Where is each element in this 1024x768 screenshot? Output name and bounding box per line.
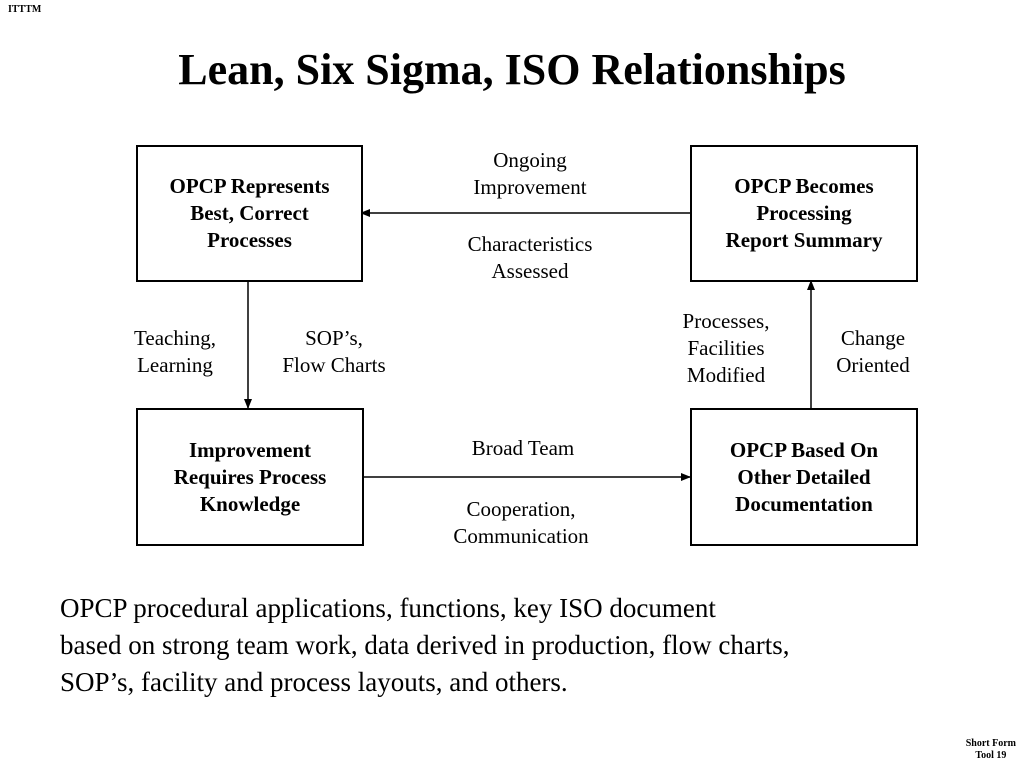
box-improvement-requires: Improvement Requires Process Knowledge bbox=[136, 408, 364, 546]
body-paragraph: OPCP procedural applications, functions,… bbox=[60, 590, 1000, 701]
paragraph-line: OPCP procedural applications, functions,… bbox=[60, 593, 716, 623]
label-line: Communication bbox=[453, 524, 589, 548]
label-line: Characteristics bbox=[467, 232, 593, 256]
paragraph-line: SOP’s, facility and process layouts, and… bbox=[60, 667, 568, 697]
label-line: Ongoing bbox=[493, 148, 567, 172]
label-line: Broad Team bbox=[471, 436, 575, 460]
label-line: Change bbox=[840, 326, 906, 350]
box-opcp-becomes: OPCP Becomes Processing Report Summary bbox=[690, 145, 918, 282]
label-line: Assessed bbox=[491, 259, 569, 283]
label-teaching-learning: Teaching, Learning bbox=[112, 325, 238, 379]
box-line: Requires Process bbox=[173, 464, 327, 489]
footer-tag: Short Form Tool 19 bbox=[966, 738, 1016, 762]
label-change-oriented: Change Oriented bbox=[818, 325, 928, 379]
label-line: Flow Charts bbox=[282, 353, 386, 377]
box-line: Report Summary bbox=[725, 228, 883, 252]
box-opcp-based-on: OPCP Based On Other Detailed Documentati… bbox=[690, 408, 918, 546]
label-line: Facilities bbox=[687, 336, 765, 360]
box-line: OPCP Represents bbox=[169, 174, 330, 198]
box-line: Knowledge bbox=[199, 491, 301, 516]
footer-line: Short Form bbox=[965, 738, 1016, 749]
label-line: Processes, bbox=[682, 309, 770, 333]
label-line: Improvement bbox=[473, 175, 587, 199]
label-line: Learning bbox=[137, 353, 213, 377]
label-line: Teaching, bbox=[134, 326, 216, 350]
page-title: Lean, Six Sigma, ISO Relationships bbox=[178, 45, 846, 94]
box-line: OPCP Based On bbox=[729, 437, 879, 462]
label-line: Oriented bbox=[836, 353, 910, 377]
label-sops-flow-charts: SOP’s, Flow Charts bbox=[262, 325, 406, 379]
box-line: OPCP Becomes bbox=[734, 174, 874, 198]
box-line: Other Detailed bbox=[737, 464, 871, 489]
label-line: SOP’s, bbox=[305, 326, 363, 350]
label-processes-facilities-modified: Processes, Facilities Modified bbox=[660, 308, 792, 389]
footer-line: Tool 19 bbox=[975, 750, 1007, 761]
box-line: Processes bbox=[207, 228, 292, 252]
corner-tag: ITTTM bbox=[8, 4, 42, 15]
paragraph-line: based on strong team work, data derived … bbox=[60, 630, 790, 660]
label-characteristics-assessed: Characteristics Assessed bbox=[430, 231, 630, 285]
box-line: Best, Correct bbox=[190, 201, 309, 225]
box-line: Documentation bbox=[735, 491, 873, 516]
label-line: Cooperation, bbox=[466, 497, 576, 521]
label-broad-team: Broad Team bbox=[440, 435, 606, 462]
label-line: Modified bbox=[686, 363, 766, 387]
label-cooperation-communication: Cooperation, Communication bbox=[418, 496, 624, 550]
label-ongoing-improvement: Ongoing Improvement bbox=[440, 147, 620, 201]
box-opcp-represents: OPCP Represents Best, Correct Processes bbox=[136, 145, 363, 282]
box-line: Processing bbox=[756, 201, 852, 225]
box-line: Improvement bbox=[188, 437, 312, 462]
